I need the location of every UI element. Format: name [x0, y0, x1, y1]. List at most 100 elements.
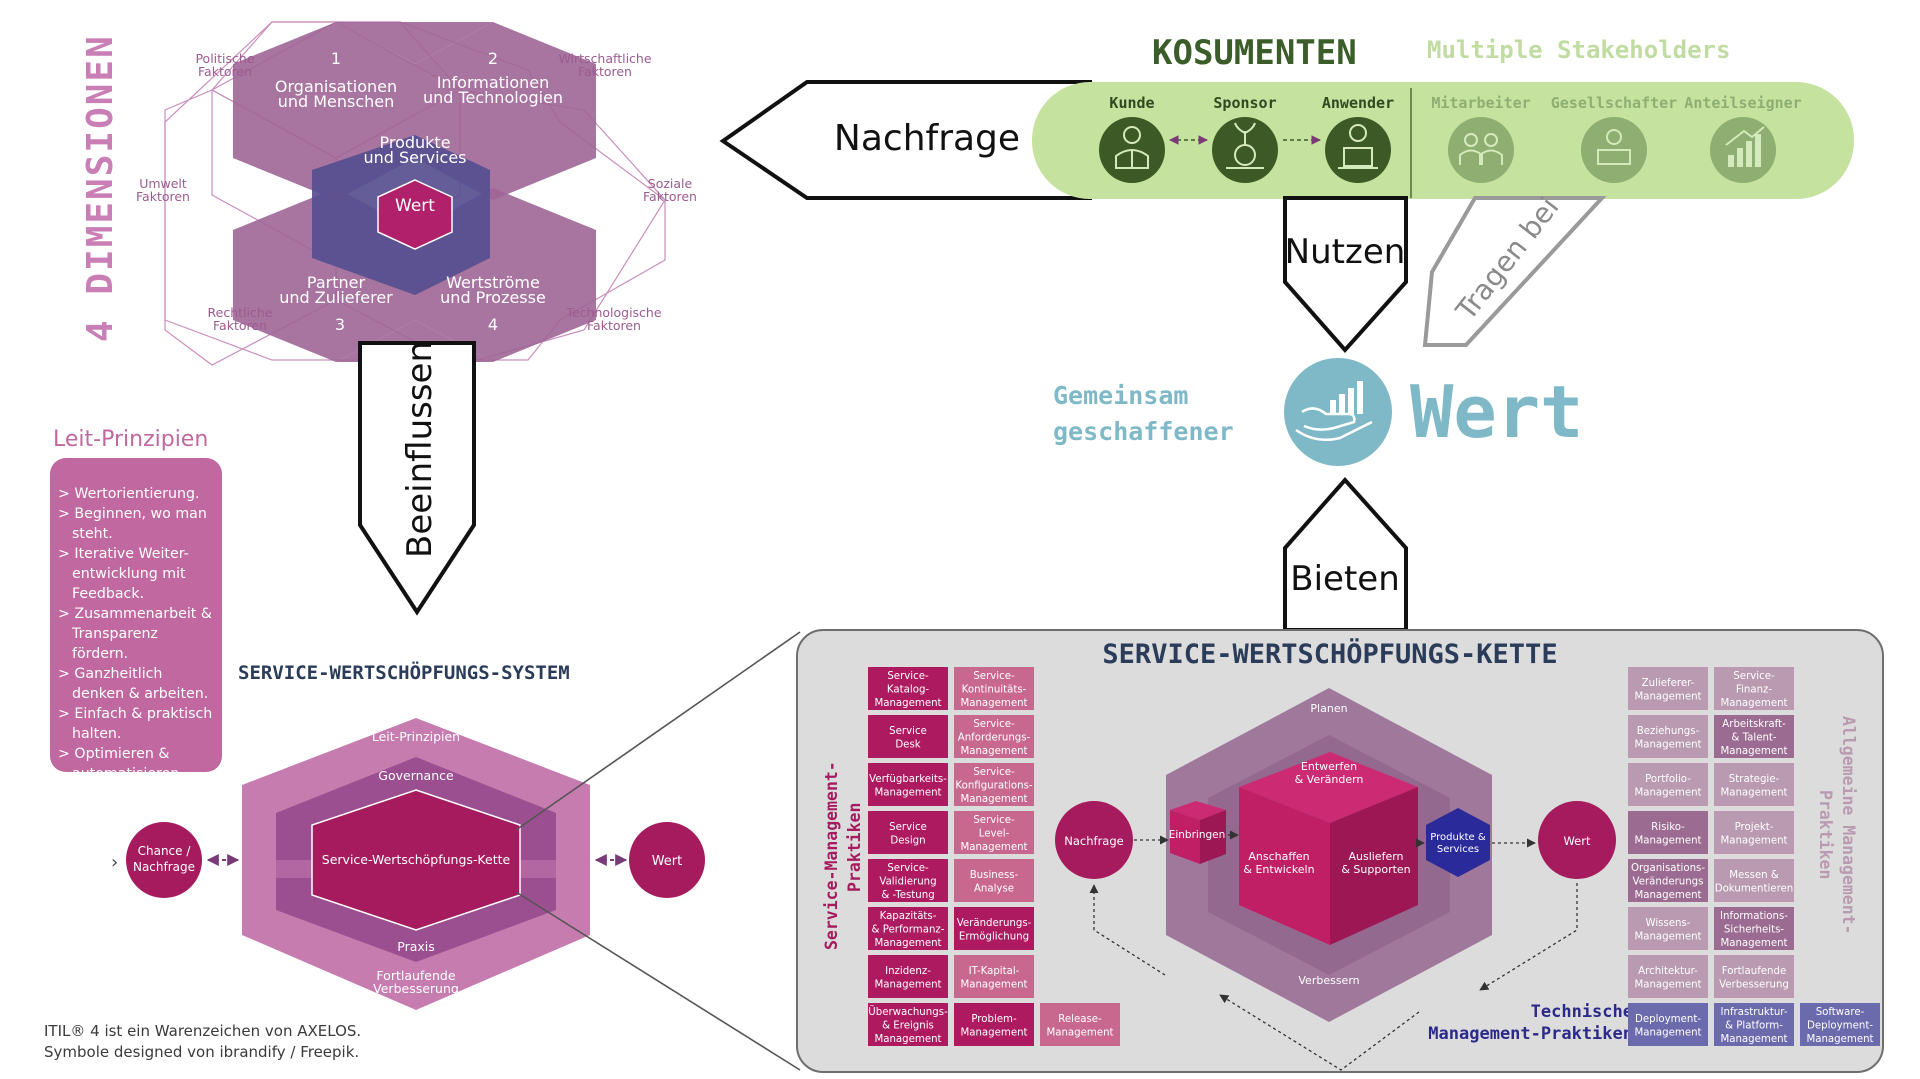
principle-item: > Zusammenarbeit & Transparenz fördern.: [58, 606, 212, 662]
practice-tile: Projekt-Management: [1714, 811, 1794, 854]
practice-tile-label: Überwachungs-: [868, 1005, 948, 1018]
principles-title: Leit-Prinzipien: [53, 427, 208, 452]
center-line1: Produkte: [379, 133, 450, 152]
svc-entwerfen-2: & Verändern: [1295, 773, 1364, 786]
svc-cube: [1239, 752, 1418, 945]
dim3-line2: und Zulieferer: [279, 288, 393, 307]
practice-tile-label: Management: [960, 794, 1027, 805]
practice-tile: Release-Management: [1040, 1003, 1120, 1046]
practice-tile-bg: [1714, 715, 1794, 758]
practice-tile: IT-Kapital- Management: [954, 955, 1034, 998]
footer-line2: Symbole designed von ibrandify / Freepik…: [44, 1043, 360, 1061]
practice-tile-label: IT-Kapital-: [969, 966, 1020, 977]
practice-tile-label: Strategie-: [1729, 774, 1780, 785]
factor-umwelt-2: Faktoren: [136, 189, 190, 204]
factor-wirtschaftliche-2: Faktoren: [578, 64, 632, 79]
practice-tile-bg: [1628, 715, 1708, 758]
practice-tile: Infrastruktur-& Platform-Management: [1714, 1003, 1794, 1046]
practice-tile-label: Service-: [1733, 671, 1775, 682]
practice-tile-label: Management: [1634, 739, 1701, 750]
dim4-line1: Wertströme: [446, 273, 540, 292]
dim-number-3: 3: [335, 315, 345, 334]
practice-tile: Kapazitäts-& Performanz-Management: [868, 907, 948, 950]
principle-item: > Iterative Weiter-entwicklung mit Feedb…: [58, 546, 189, 602]
dim2-line2: und Technologien: [423, 88, 563, 107]
practice-tile: Software-Deployment-Management: [1800, 1003, 1880, 1046]
practice-tile-label: Zulieferer-: [1642, 678, 1695, 689]
practice-tile-bg: [1714, 907, 1794, 950]
practice-tile: Beziehungs- Management: [1628, 715, 1708, 758]
practice-tile-label: Management: [960, 979, 1027, 990]
practice-tile-label: Design: [890, 835, 925, 846]
practice-tile-label: & -Testung: [881, 890, 934, 901]
svc-wert-node: [1538, 801, 1616, 879]
svs-title: SERVICE-WERTSCHÖPFUNGS-SYSTEM: [238, 660, 570, 684]
bieten-arrow: Bieten: [1283, 476, 1408, 632]
practice-tile-label: Arbeitskraft-: [1722, 719, 1786, 730]
practice-tile-label: Problem-: [971, 1014, 1017, 1025]
practice-tile-label: Ermöglichung: [959, 931, 1029, 942]
practice-tile-label: Kapazitäts-: [880, 911, 937, 922]
footer: ITIL® 4 ist ein Warenzeichen von AXELOS.…: [44, 1021, 361, 1063]
dim1-line1: Organisationen: [275, 77, 397, 96]
practice-tile-bg: [954, 715, 1034, 758]
anwender-icon: [1325, 117, 1391, 183]
beeinflussen-label: Beeinflussen: [400, 341, 440, 558]
svc-ausliefern-2: & Supporten: [1341, 863, 1410, 876]
practice-tile-label: Management: [874, 979, 941, 990]
factor-technologische-1: Technologische: [565, 305, 661, 320]
practice-tile-bg: [954, 811, 1034, 854]
practice-tile-label: Management: [960, 746, 1027, 757]
chance-pointer-icon: ›: [111, 852, 118, 873]
svs-chain-hex: [311, 789, 521, 931]
practice-tile: Architektur-Management: [1628, 955, 1708, 998]
zoom-line-top: [515, 631, 801, 831]
practice-tile-label: Infrastruktur-: [1721, 1007, 1788, 1018]
practice-tile-bg: [1714, 955, 1794, 998]
practice-tile-bg: [868, 859, 948, 902]
gesellschafter-label: Gesellschafter: [1551, 94, 1677, 112]
practice-tile: Messen &Dokumentieren: [1714, 859, 1794, 902]
zoom-line-bottom: [515, 891, 801, 1071]
practice-tile-bg: [1714, 667, 1794, 710]
hand-value-icon: [1284, 358, 1392, 466]
factor-rechtliche-2: Faktoren: [213, 318, 267, 333]
value-big-label: Wert: [1410, 370, 1583, 454]
practice-tile-label: Beziehungs-: [1637, 726, 1700, 737]
anteilseigner-icon: [1710, 117, 1776, 183]
tragen-bei-arrow: Tragen bei: [1422, 191, 1607, 347]
dim1-line2: und Menschen: [278, 92, 395, 111]
beeinflussen-arrow: Beeinflussen: [358, 341, 476, 616]
practice-tile-label: Desk: [895, 739, 920, 750]
value-section: Gemeinsam geschaffener Wert: [1053, 358, 1583, 466]
practice-tile-label: Inzidenz-: [885, 966, 931, 977]
practice-tile-label: Release-: [1058, 1014, 1102, 1025]
nutzen-label: Nutzen: [1285, 232, 1406, 272]
svs-leit-label: Leit-Prinzipien: [372, 729, 460, 744]
nutzen-arrow: Nutzen: [1283, 196, 1408, 354]
practice-tile-label: Deployment-: [1635, 1014, 1701, 1025]
kunde-icon: [1099, 117, 1165, 183]
practice-tile-label: Analyse: [974, 883, 1014, 894]
svc-anschaffen-2: & Entwickeln: [1243, 863, 1314, 876]
practice-tile-label: Deployment-: [1807, 1021, 1873, 1032]
practice-tile-label: Kontinuitäts-: [962, 685, 1027, 696]
practice-tile-label: Management: [1634, 835, 1701, 846]
practice-tile-label: Management: [1720, 698, 1787, 709]
svc-left-label-2: Praktiken: [845, 803, 864, 892]
practice-tile-label: Management: [1720, 835, 1787, 846]
practice-tile-bg: [868, 811, 948, 854]
practice-tile-label: Wissens-: [1645, 918, 1690, 929]
practice-tile-label: Fortlaufende: [1722, 966, 1787, 977]
practice-tile: Service-Validierung& -Testung: [868, 859, 948, 902]
sponsor-label: Sponsor: [1213, 94, 1276, 112]
practice-tile-label: Management: [1634, 979, 1701, 990]
practice-tile-label: Management: [874, 787, 941, 798]
practice-tile: Service-Konfigurations-Management: [954, 763, 1034, 806]
practice-tile-label: Business-: [970, 870, 1019, 881]
practice-tile-label: Service: [889, 726, 927, 737]
practice-tile-label: Katalog-: [887, 685, 930, 696]
practice-tile: Service-Finanz-Management: [1714, 667, 1794, 710]
